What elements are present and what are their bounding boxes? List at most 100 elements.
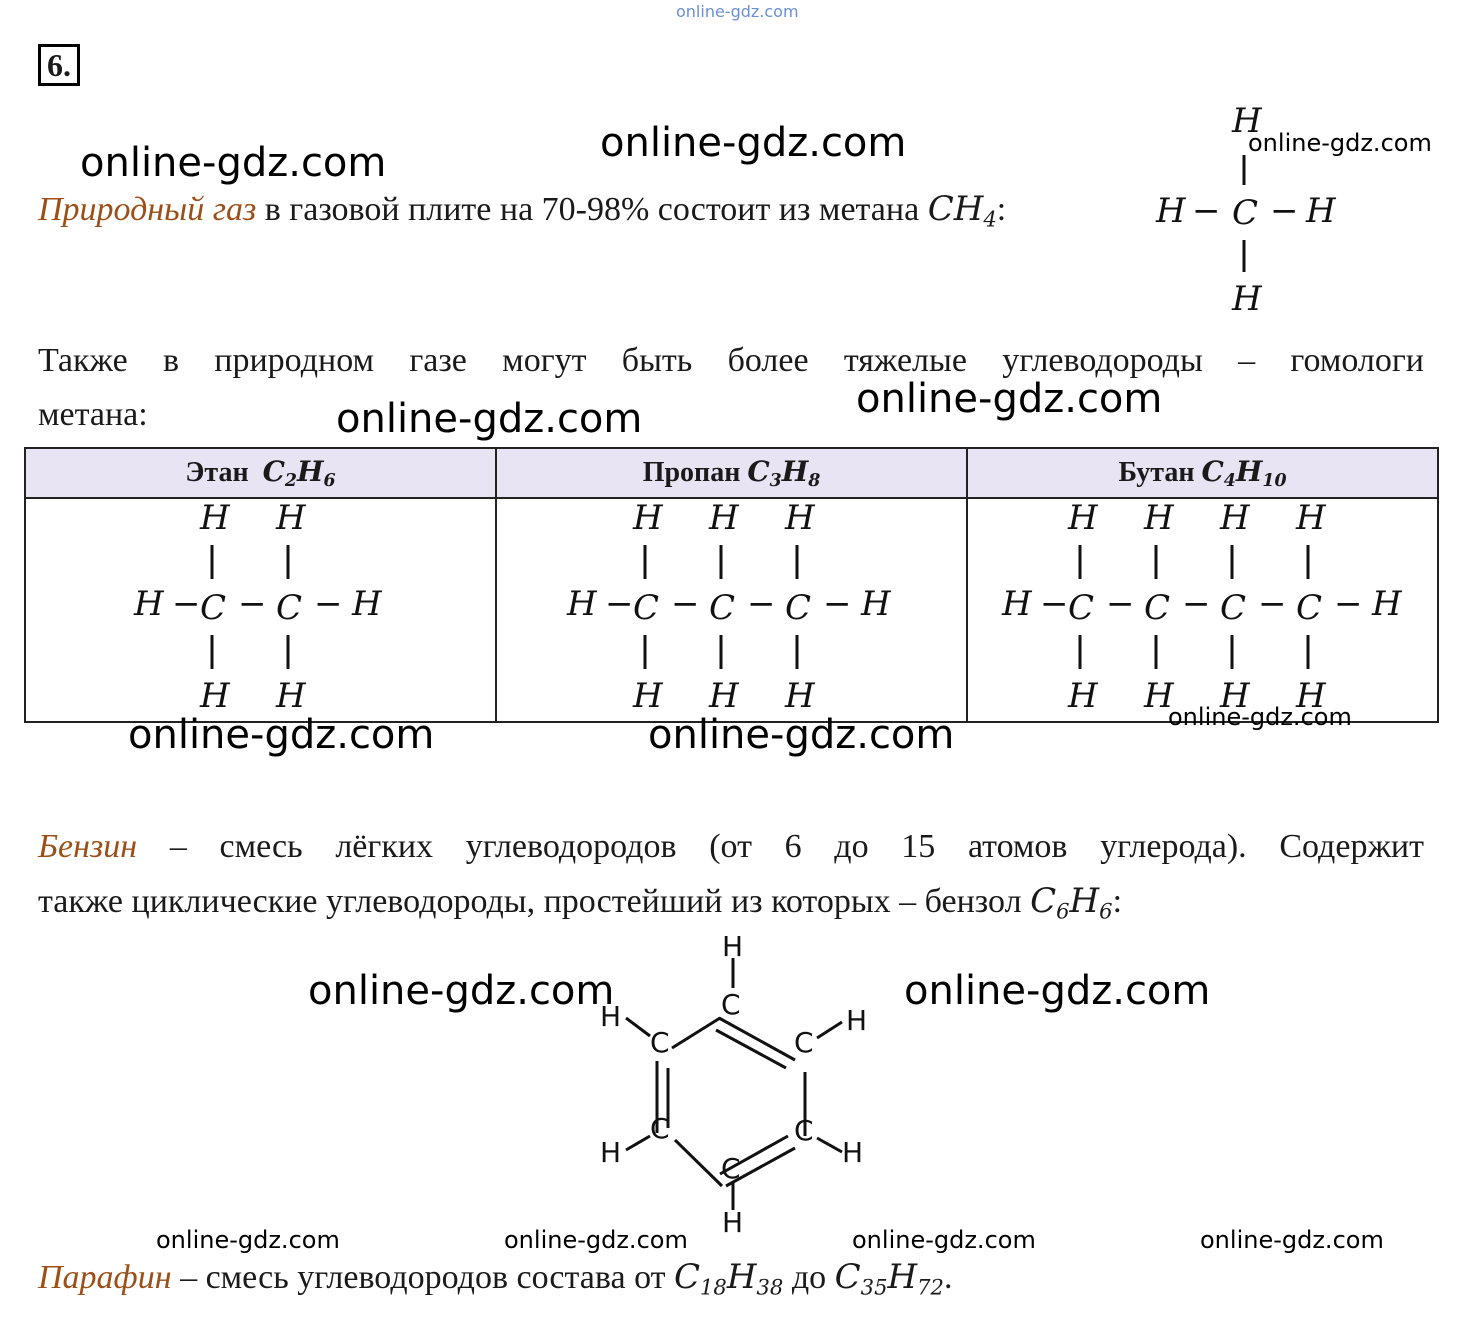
bond: − [238, 584, 267, 624]
atom-h: H [846, 1004, 867, 1037]
atom-c: C [785, 588, 811, 628]
watermark: online-gdz.com [308, 968, 615, 1014]
paragraph-gasoline-line2: также циклические углеводороды, простейш… [38, 881, 1123, 924]
atom-c: C [1068, 588, 1094, 628]
atom-h: H [784, 676, 816, 716]
paragraph-gasoline-line1: Бензин – смесь лёгких углеводородов (от … [38, 828, 1424, 865]
atom-h: H [860, 584, 892, 624]
bond: − [1192, 191, 1221, 231]
bond: − [1258, 584, 1287, 624]
atom-h: H [784, 499, 816, 538]
bond: − [671, 584, 700, 624]
watermark: online-gdz.com [504, 1226, 688, 1254]
bond: − [747, 584, 776, 624]
atom-h: H [133, 584, 165, 624]
bond: − [1106, 584, 1135, 624]
benzene-structure: H C H H C C C C H H C H [600, 930, 867, 1238]
atom-h: H [199, 676, 231, 716]
atom-h: H [1371, 584, 1403, 624]
atom-h: H [275, 499, 307, 538]
atom-h: H [1001, 584, 1033, 624]
atom-c: C [276, 588, 302, 628]
bond: − [314, 584, 343, 624]
watermark: online-gdz.com [1168, 703, 1352, 731]
atom-c: C [1144, 588, 1170, 628]
atom-h: H [600, 1136, 621, 1169]
atom-h: H [632, 499, 664, 538]
atom-h: H [842, 1136, 863, 1169]
paragraph-paraffin: Парафин – смесь углеводородов состава от… [38, 1257, 953, 1300]
watermark: online-gdz.com [648, 712, 955, 758]
watermark: online-gdz.com [1200, 1226, 1384, 1254]
bond: − [1182, 584, 1211, 624]
atom-c: C [633, 588, 659, 628]
column-header-ethane: Этан C2H6 [24, 447, 497, 499]
paragraph-homologs-line2: метана: [38, 396, 148, 433]
atom-c: C [650, 1026, 670, 1059]
column-header-butane: Бутан C4H10 [966, 447, 1439, 499]
atom-c: C [1220, 588, 1246, 628]
ethane-structure: H−HCH−HCH−H [133, 499, 383, 716]
atom-h: H [1155, 191, 1187, 231]
atom-h: H [1295, 499, 1327, 538]
atom-c: C [1296, 588, 1322, 628]
watermark: online-gdz.com [1248, 129, 1432, 157]
atom-c: C [200, 588, 226, 628]
bond: − [823, 584, 852, 624]
atom-h: H [351, 584, 383, 624]
atom-h: H [566, 584, 598, 624]
term-natural-gas: Природный газ [38, 191, 257, 228]
atom-c: C [721, 1152, 741, 1185]
atom-c: C [1232, 193, 1258, 233]
atom-h: H [1219, 676, 1251, 716]
bond: − [605, 584, 634, 624]
methane-structure: H H − C − H H [1155, 101, 1337, 319]
term-paraffin: Парафин [38, 1259, 172, 1296]
atom-c: C [709, 588, 735, 628]
bond: − [1040, 584, 1069, 624]
atom-h: H [199, 499, 231, 538]
atom-h: H [708, 499, 740, 538]
watermark: online-gdz.com [600, 120, 907, 166]
atom-h: H [722, 1206, 743, 1238]
atom-h: H [1143, 676, 1175, 716]
paragraph-homologs-line1: Также в природном газе могут быть более … [38, 342, 1424, 379]
atom-h: H [1067, 499, 1099, 538]
atom-c: C [794, 1026, 814, 1059]
propane-structure: H−HCH−HCH−HCH−H [566, 499, 892, 716]
atom-h: H [1231, 101, 1263, 141]
atom-h: H [632, 676, 664, 716]
atom-c: C [794, 1114, 814, 1147]
atom-c: C [721, 988, 741, 1021]
atom-h: H [1305, 191, 1337, 231]
atom-h: H [722, 930, 743, 963]
watermark: online-gdz.com [128, 712, 435, 758]
bond: − [1334, 584, 1363, 624]
watermark: online-gdz.com [336, 396, 643, 442]
watermark: online-gdz.com [80, 140, 387, 186]
atom-h: H [1295, 676, 1327, 716]
atom-h: H [1219, 499, 1251, 538]
watermark: online-gdz.com [904, 968, 1211, 1014]
bond: − [1270, 191, 1299, 231]
butane-structure: H−HCH−HCH−HCH−HCH−H [1001, 499, 1403, 716]
atom-h: H [600, 1000, 621, 1033]
watermark: online-gdz.com [852, 1226, 1036, 1254]
paragraph-natural-gas: Природный газ в газовой плите на 70-98% … [38, 189, 1007, 232]
task-number: 6. [38, 44, 80, 86]
atom-h: H [1067, 676, 1099, 716]
atom-h: H [1143, 499, 1175, 538]
watermark: online-gdz.com [856, 376, 1163, 422]
term-gasoline: Бензин [38, 828, 138, 865]
watermark: online-gdz.com [156, 1226, 340, 1254]
atom-c: C [650, 1112, 670, 1145]
atom-h: H [275, 676, 307, 716]
atom-h: H [1231, 279, 1263, 319]
column-header-propane: Пропан C3H8 [495, 447, 968, 499]
bond: − [172, 584, 201, 624]
watermark-top: online-gdz.com [676, 2, 799, 21]
